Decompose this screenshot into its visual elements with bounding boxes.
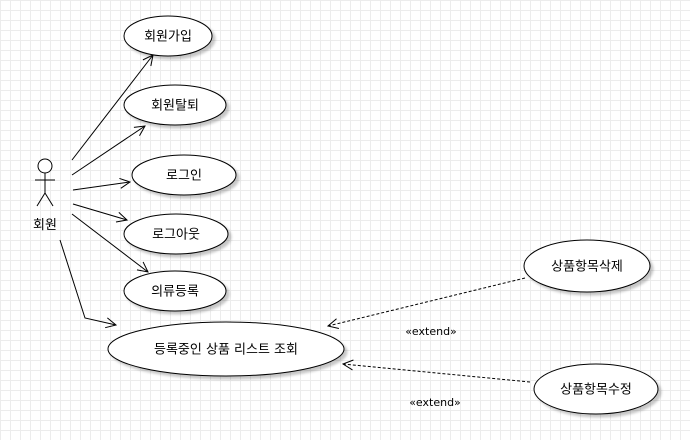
- association-logout: [72, 203, 127, 220]
- association-login: [72, 182, 130, 191]
- association-view-products: [59, 239, 116, 325]
- use-case-signup-label: 회원가입: [144, 30, 192, 45]
- actor[interactable]: [35, 158, 55, 207]
- actor-label: 회원: [33, 218, 57, 233]
- use-case-clothes-register-label: 의류등록: [151, 285, 199, 300]
- use-case-edit-item-label: 상품항목수정: [560, 383, 632, 398]
- use-case-withdraw[interactable]: 회원탈퇴: [123, 84, 227, 126]
- extend-edit-line: [343, 364, 531, 383]
- use-case-signup[interactable]: 회원가입: [123, 15, 213, 57]
- association-signup: [71, 55, 153, 161]
- extend-lines: [328, 277, 531, 383]
- use-case-logout-label: 로그아웃: [152, 228, 200, 243]
- use-case-login[interactable]: 로그인: [131, 154, 237, 196]
- use-case-view-products[interactable]: 등록중인 상품 리스트 조회: [107, 321, 345, 377]
- association-lines: [59, 55, 153, 325]
- use-case-delete-item-label: 상품항목삭제: [551, 260, 623, 275]
- extend-delete-label: «extend»: [405, 325, 457, 338]
- use-case-logout[interactable]: 로그아웃: [123, 213, 229, 255]
- association-clothes-register: [71, 213, 148, 272]
- use-case-login-label: 로그인: [166, 169, 202, 184]
- use-case-edit-item[interactable]: 상품항목수정: [533, 363, 659, 415]
- association-withdraw: [71, 126, 145, 176]
- use-case-clothes-register[interactable]: 의류등록: [123, 270, 227, 312]
- use-case-view-products-label: 등록중인 상품 리스트 조회: [154, 343, 298, 358]
- use-case-withdraw-label: 회원탈퇴: [151, 99, 199, 114]
- extend-edit-label: «extend»: [409, 396, 461, 409]
- extend-delete-line: [328, 277, 526, 326]
- use-case-delete-item[interactable]: 상품항목삭제: [523, 239, 651, 293]
